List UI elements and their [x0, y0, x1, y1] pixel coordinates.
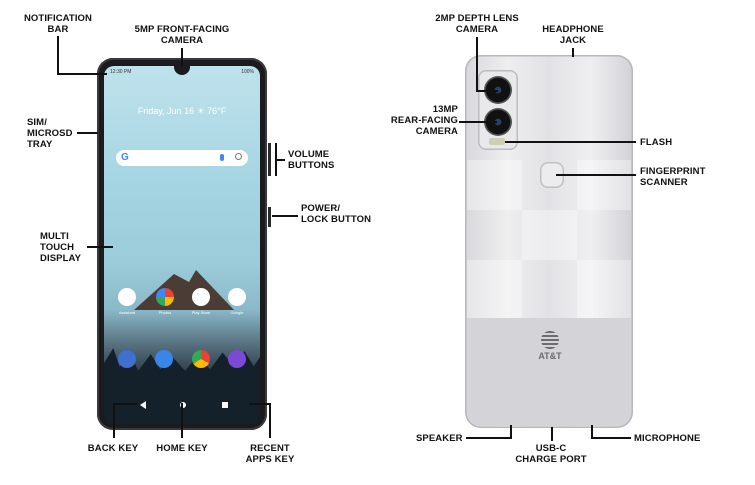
label-power-button: POWER/ LOCK BUTTON: [301, 203, 372, 225]
label-rear-camera: 13MP REAR-FACING CAMERA: [390, 104, 458, 137]
leader-line: [77, 132, 98, 134]
back-pattern-tile: [577, 160, 631, 210]
leader-line: [459, 121, 497, 123]
leader-line: [113, 403, 137, 405]
camera-app-icon: [228, 350, 246, 368]
leader-line: [556, 174, 636, 176]
app-label-google: Google: [230, 310, 244, 315]
app-label-play-store: Play Store: [191, 310, 211, 315]
back-pattern-tile: [522, 210, 577, 260]
chrome-app-icon: [192, 350, 210, 368]
label-depth-camera: 2MP DEPTH LENS CAMERA: [435, 13, 519, 35]
leader-line: [466, 437, 511, 439]
leader-line: [181, 403, 183, 438]
back-pattern-tile: [467, 260, 522, 318]
label-touch-display: MULTI TOUCH DISPLAY: [40, 231, 82, 264]
leader-line: [572, 48, 574, 57]
leader-line: [591, 437, 631, 439]
mic-icon: [220, 154, 224, 161]
messages-app-icon: [155, 350, 173, 368]
label-recent-apps-key: RECENT APPS KEY: [245, 443, 295, 465]
lens-icon: [235, 153, 242, 160]
label-volume-buttons: VOLUME BUTTONS: [288, 149, 335, 171]
label-fingerprint: FINGERPRINT SCANNER: [640, 166, 706, 188]
leader-line: [113, 403, 115, 438]
app-label-assistant: Assistant: [118, 310, 136, 315]
back-key-icon: [140, 401, 146, 409]
power-button: [268, 207, 271, 227]
label-microphone: MICROPHONE: [634, 433, 701, 444]
leader-line: [476, 90, 498, 92]
date-weather: Friday, Jun 16 ☀ 76°F: [137, 106, 227, 116]
phone-app-icon: [118, 350, 136, 368]
front-camera-notch: [174, 66, 190, 75]
status-time: 12:30 PM: [110, 69, 132, 75]
leader-line: [181, 48, 183, 66]
label-flash: FLASH: [640, 137, 673, 148]
leader-line: [269, 403, 271, 438]
back-pattern-tile: [467, 160, 522, 210]
leader-line: [476, 37, 478, 92]
status-battery: 100%: [241, 69, 254, 75]
home-key-icon: [180, 402, 186, 408]
label-front-camera: 5MP FRONT-FACING CAMERA: [134, 24, 230, 46]
leader-line: [510, 425, 512, 439]
volume-buttons: [268, 143, 271, 176]
google-folder-icon: [228, 288, 246, 306]
assistant-app-icon: [118, 288, 136, 306]
google-logo-icon: G: [121, 152, 129, 163]
brand-text: AT&T: [538, 351, 562, 361]
navigation-bar: [104, 398, 260, 412]
search-bar: G: [116, 150, 248, 166]
recent-apps-key-icon: [222, 402, 228, 408]
label-notification-bar: NOTIFICATION BAR: [23, 13, 93, 35]
leader-line: [551, 427, 553, 441]
leader-line: [57, 36, 59, 74]
leader-line: [591, 425, 593, 439]
leader-line: [505, 141, 636, 143]
play-store-app-icon: [192, 288, 210, 306]
leader-line: [87, 246, 113, 248]
label-usb-port: USB-C CHARGE PORT: [515, 443, 587, 465]
leader-line: [275, 159, 285, 161]
label-speaker: SPEAKER: [416, 433, 463, 444]
label-home-key: HOME KEY: [156, 443, 208, 454]
leader-line: [57, 73, 107, 75]
flash-icon: [489, 138, 505, 145]
label-sim-tray: SIM/ MICROSD TRAY: [27, 117, 73, 150]
back-pattern-tile: [577, 260, 631, 318]
app-label-photos: Photos: [158, 310, 172, 315]
att-logo-icon: [541, 331, 559, 349]
leader-line: [249, 403, 271, 405]
leader-line: [272, 215, 298, 217]
label-headphone-jack: HEADPHONE JACK: [542, 24, 604, 46]
touch-display: 12:30 PM 100% Friday, Jun 16 ☀ 76°F G As…: [104, 66, 260, 424]
label-back-key: BACK KEY: [87, 443, 139, 454]
mountain-wallpaper: [134, 270, 234, 310]
photos-app-icon: [156, 288, 174, 306]
